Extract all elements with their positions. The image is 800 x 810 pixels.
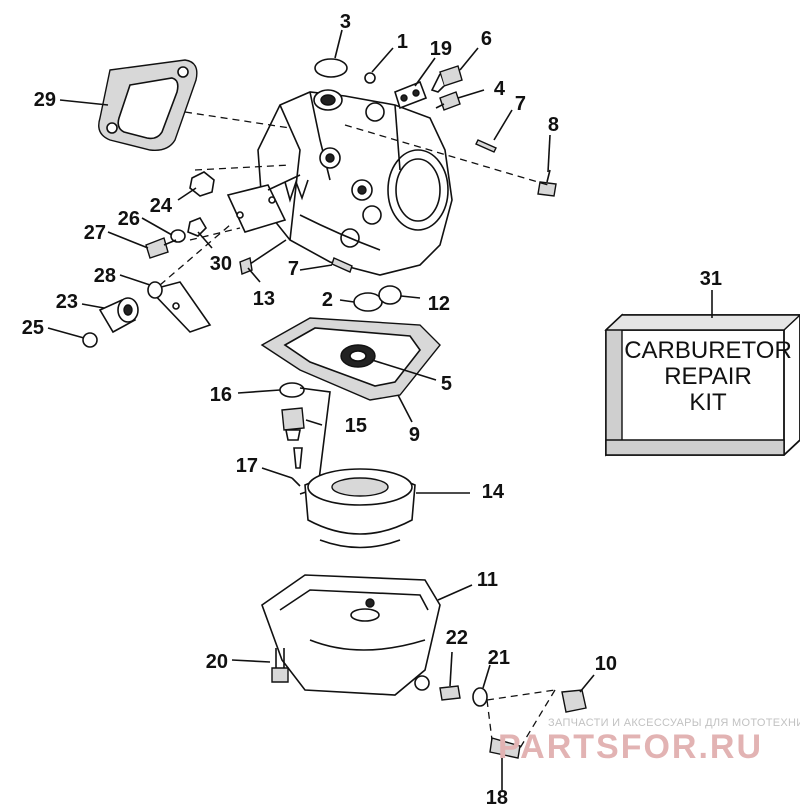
part-10-plug	[561, 689, 587, 713]
watermark: ЗАПЧАСТИ И АКСЕССУАРЫ ДЛЯ МОТОТЕХНИКИ PA…	[498, 717, 800, 766]
part-8-screw	[537, 169, 557, 197]
callout-29: 29	[34, 89, 56, 111]
part-19-plate	[394, 80, 428, 110]
leader-lines	[47, 29, 713, 790]
callout-12: 12	[428, 293, 450, 315]
watermark-tagline: ЗАПЧАСТИ И АКСЕССУАРЫ ДЛЯ МОТОТЕХНИКИ	[548, 717, 800, 729]
part-4-needle	[435, 91, 461, 111]
part-25-o-ring	[82, 332, 98, 348]
part-choke-linkage	[226, 174, 309, 233]
part-15-needle-seat	[281, 407, 305, 441]
part-21-washer	[472, 687, 488, 707]
callout-18: 18	[486, 787, 508, 809]
callout-7-lower: 7	[288, 258, 299, 280]
part-27-screw	[145, 237, 177, 259]
part-23-roller	[98, 297, 139, 334]
part-30-lockwasher	[187, 217, 208, 237]
kit-label-line3: KIT	[689, 389, 727, 416]
callout-labels: 3 1 19 6 4 7 8 29 24 26 27 30 7 13 28 23…	[22, 11, 722, 809]
callout-25: 25	[22, 317, 44, 339]
callout-21: 21	[488, 647, 510, 669]
callout-13: 13	[253, 288, 275, 310]
kit-label-line1: CARBURETOR	[624, 337, 792, 364]
part-7-pin-upper	[475, 139, 497, 153]
callout-10: 10	[595, 653, 617, 675]
callout-1: 1	[397, 31, 408, 53]
kit-label-line2: REPAIR	[664, 363, 752, 390]
part-1-ball	[364, 72, 376, 84]
part-24-nut	[189, 171, 215, 197]
callout-2: 2	[322, 289, 333, 311]
callout-5: 5	[441, 373, 452, 395]
part-2-plug	[353, 292, 383, 312]
part-5-ring-gasket	[340, 344, 376, 368]
callout-17: 17	[236, 455, 258, 477]
callout-22: 22	[446, 627, 468, 649]
callout-4: 4	[494, 78, 506, 100]
part-17-needle	[291, 447, 303, 487]
part-29-flange-gasket	[98, 59, 198, 151]
callout-14: 14	[482, 481, 505, 503]
callout-24: 24	[150, 195, 173, 217]
callout-8: 8	[548, 114, 559, 136]
repair-kit-box: CARBURETOR REPAIR KIT	[604, 313, 800, 457]
callout-7-upper: 7	[515, 93, 526, 115]
part-18-screw	[489, 737, 521, 759]
part-28-lever	[147, 281, 212, 333]
callout-27: 27	[84, 222, 106, 244]
carburetor-body	[257, 89, 453, 276]
part-16-washer	[279, 382, 305, 398]
callout-9: 9	[409, 424, 420, 446]
part-26-washer	[170, 229, 186, 243]
callout-31: 31	[700, 268, 722, 290]
callout-28: 28	[94, 265, 116, 287]
callout-16: 16	[210, 384, 232, 406]
callout-20: 20	[206, 651, 228, 673]
alignment-lines	[159, 111, 556, 749]
callout-11: 11	[477, 569, 498, 591]
part-3-plug	[314, 58, 348, 78]
part-22-spring	[439, 685, 461, 701]
callout-6: 6	[481, 28, 492, 50]
part-11-float-bowl	[261, 574, 441, 696]
watermark-logo: PARTSFOR.RU	[498, 728, 763, 766]
part-6-screw	[430, 65, 463, 93]
part-13-screw	[239, 239, 287, 275]
callout-30: 30	[210, 253, 232, 275]
callout-19: 19	[430, 38, 452, 60]
callout-15: 15	[345, 415, 367, 437]
callout-23: 23	[56, 291, 78, 313]
callout-3: 3	[340, 11, 351, 33]
part-14-float	[304, 468, 416, 549]
part-7-pin-lower	[331, 257, 353, 273]
callout-26: 26	[118, 208, 140, 230]
part-20-screw	[271, 648, 289, 683]
part-12-seal	[378, 285, 402, 305]
